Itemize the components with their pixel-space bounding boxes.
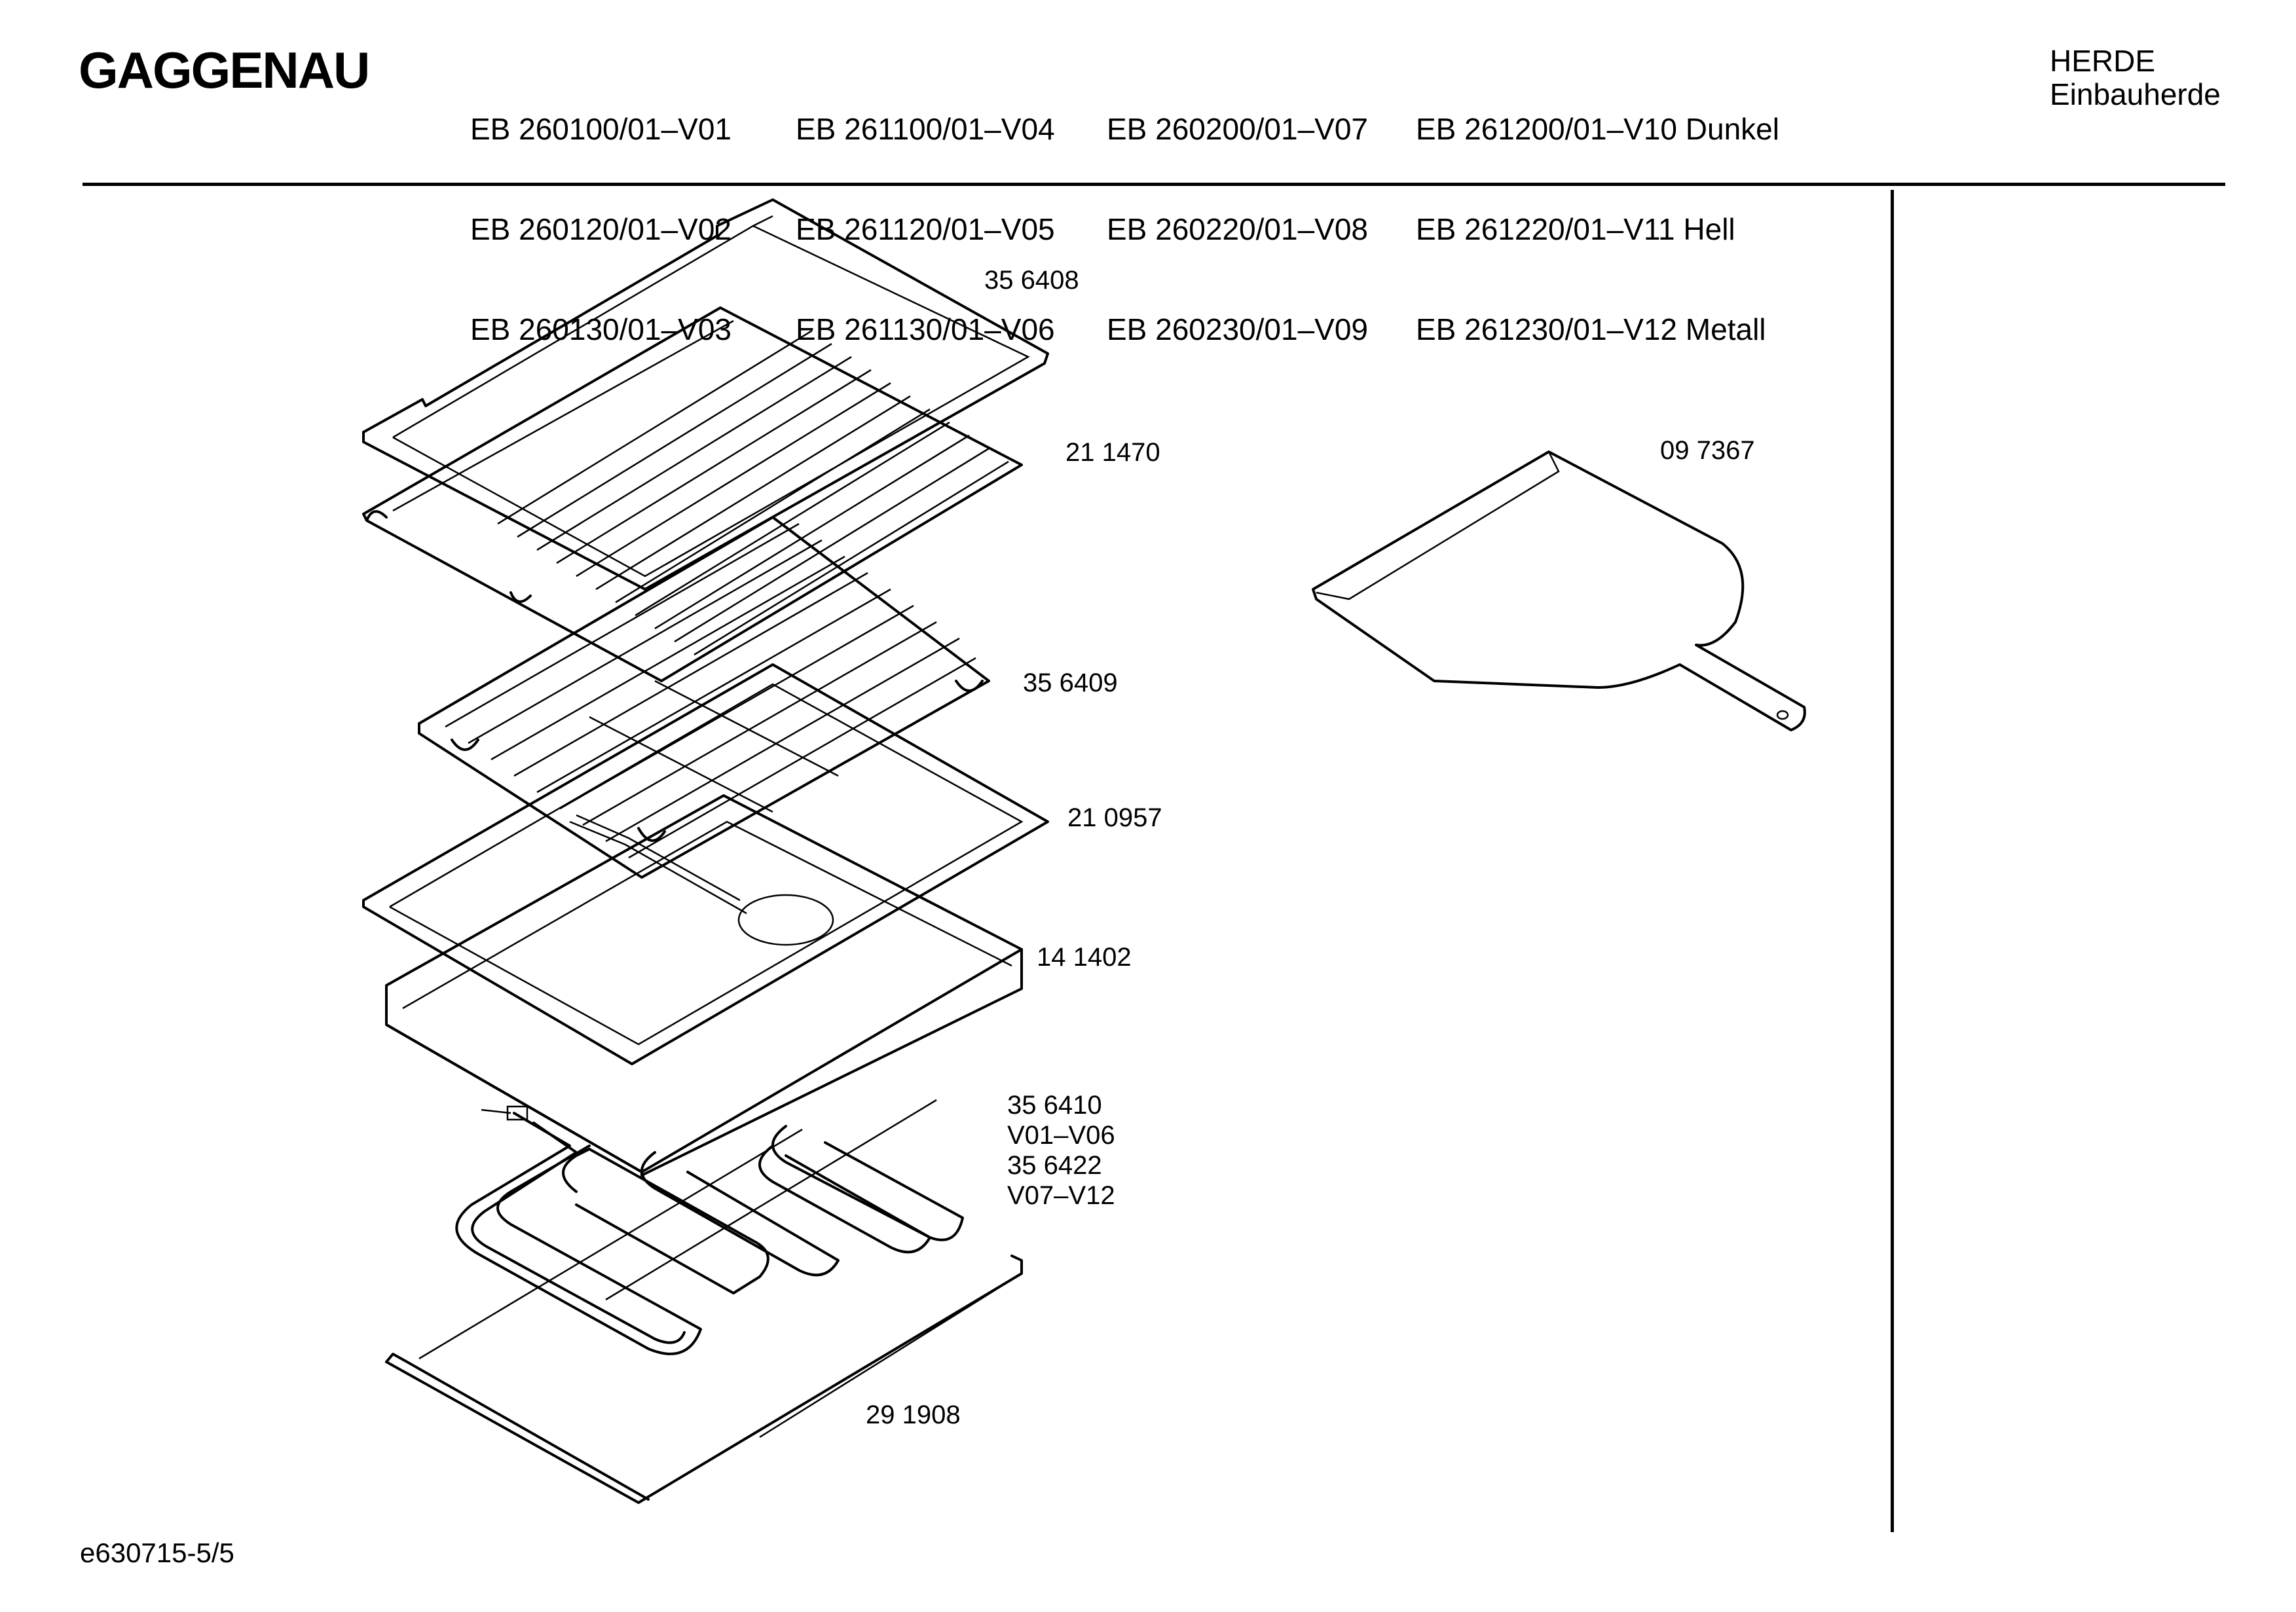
model-number: EB 260100/01–V01 [470,112,732,146]
model-column-2: EB 261100/01–V04 EB 261120/01–V05 EB 261… [796,46,1055,380]
wire-rack-drawing [418,516,990,879]
model-number: EB 261200/01–V10 Dunkel [1416,112,1779,146]
deep-tray-drawing [385,794,1023,1177]
brand-logo: GAGGENAU [79,41,370,99]
category-title: HERDE [2050,44,2156,78]
part-label: 35 6422 [1007,1151,1102,1180]
part-label: 29 1908 [866,1401,961,1429]
part-label: 35 6408 [984,266,1079,295]
heating-element-drawing [455,1105,964,1355]
grate-bars [392,320,1009,656]
part-label: 35 6410 [1007,1091,1102,1120]
part-label: 14 1402 [1037,943,1132,972]
model-column-1: EB 260100/01–V01 EB 260120/01–V02 EB 260… [470,46,731,380]
category-subtitle: Einbauherde [2050,77,2221,111]
model-number: EB 260200/01–V07 [1107,112,1369,146]
part-label: 21 0957 [1067,803,1162,832]
column-divider [1891,190,1894,1532]
model-column-3: EB 260200/01–V07 EB 260220/01–V08 EB 260… [1107,46,1368,380]
model-number: EB 260120/01–V02 [470,212,732,246]
model-number: EB 260230/01–V09 [1107,312,1369,346]
part-label: 21 1470 [1065,438,1160,467]
part-label: V01–V06 [1007,1121,1115,1150]
pizza-peel-drawing [1312,450,1806,731]
grill-grate-drawing [362,306,1023,682]
part-label: 35 6409 [1023,669,1118,697]
rack-bars [445,522,976,859]
model-number: EB 261120/01–V05 [796,212,1055,246]
category-block: HERDE Einbauherde [2050,45,2221,111]
part-label: 09 7367 [1660,436,1755,465]
model-number: EB 261220/01–V11 Hell [1416,212,1735,246]
part-label: V07–V12 [1007,1181,1115,1210]
header-divider [83,183,2225,186]
baking-sheet-drawing [362,663,1049,1065]
model-number: EB 260220/01–V08 [1107,212,1369,246]
model-number: EB 261130/01–V06 [796,312,1055,346]
cover-tray-drawing [362,198,1049,591]
bottom-tray-drawing [385,1099,1023,1504]
model-column-4: EB 261200/01–V10 Dunkel EB 261220/01–V11… [1416,46,1779,380]
document-id: e630715-5/5 [80,1537,234,1568]
model-number: EB 261230/01–V12 Metall [1416,312,1766,346]
model-number: EB 260130/01–V03 [470,312,732,346]
model-number: EB 261100/01–V04 [796,112,1055,146]
